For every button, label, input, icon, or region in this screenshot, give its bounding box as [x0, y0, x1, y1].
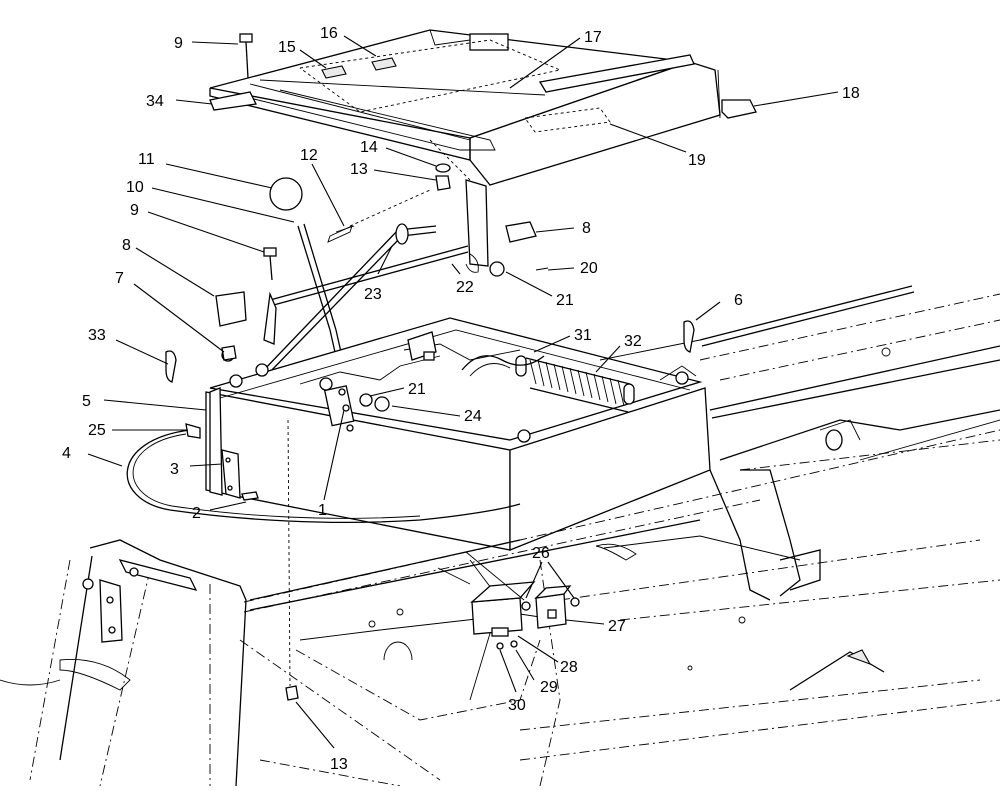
callout-21: 21 — [556, 292, 574, 309]
callout-25: 25 — [88, 422, 106, 439]
chassis-frame — [0, 429, 1000, 787]
callout-1: 1 — [318, 502, 327, 519]
callout-3: 3 — [170, 461, 179, 478]
callout-30: 30 — [508, 697, 526, 714]
callout-19: 19 — [688, 152, 706, 169]
callout-26: 26 — [532, 545, 550, 562]
callout-17: 17 — [584, 29, 602, 46]
callout-18: 18 — [842, 85, 860, 102]
callout-13b: 13 — [330, 756, 348, 773]
callout-32: 32 — [624, 333, 642, 350]
callout-10: 10 — [126, 179, 144, 196]
seat-base — [205, 291, 711, 551]
callout-20: 20 — [580, 260, 598, 277]
spring — [461, 355, 631, 413]
right-frame — [599, 285, 1000, 601]
callout-5: 5 — [82, 393, 91, 410]
callout-13: 13 — [350, 161, 368, 178]
callout-9b: 9 — [130, 202, 139, 219]
callout-9: 9 — [174, 35, 183, 52]
callout-24: 24 — [464, 408, 482, 425]
callout-8: 8 — [122, 237, 131, 254]
callout-21b: 21 — [408, 381, 426, 398]
callout-12: 12 — [300, 147, 318, 164]
switch-assembly — [285, 419, 580, 701]
callout-34: 34 — [146, 93, 164, 110]
callout-2: 2 — [192, 505, 201, 522]
callout-8b: 8 — [582, 220, 591, 237]
callout-15: 15 — [278, 39, 296, 56]
callout-6: 6 — [734, 292, 743, 309]
callout-29: 29 — [540, 679, 558, 696]
fasteners — [165, 33, 695, 383]
hinge-bracket — [465, 179, 549, 277]
callout-4: 4 — [62, 445, 71, 462]
callout-22: 22 — [456, 279, 474, 296]
callout-28: 28 — [560, 659, 578, 676]
seat-plate — [209, 29, 757, 186]
callout-labels: 1 2 3 4 5 6 7 8 8 9 9 10 11 12 13 13 14 … — [62, 25, 860, 773]
callout-27: 27 — [608, 618, 626, 635]
cable — [126, 423, 521, 524]
leader-lines — [87, 35, 839, 749]
callout-7: 7 — [115, 270, 124, 287]
callout-31: 31 — [574, 327, 592, 344]
callout-11: 11 — [138, 151, 155, 168]
callout-14: 14 — [360, 139, 378, 156]
callout-23: 23 — [364, 286, 382, 303]
callout-16: 16 — [320, 25, 338, 42]
callout-33: 33 — [88, 327, 106, 344]
